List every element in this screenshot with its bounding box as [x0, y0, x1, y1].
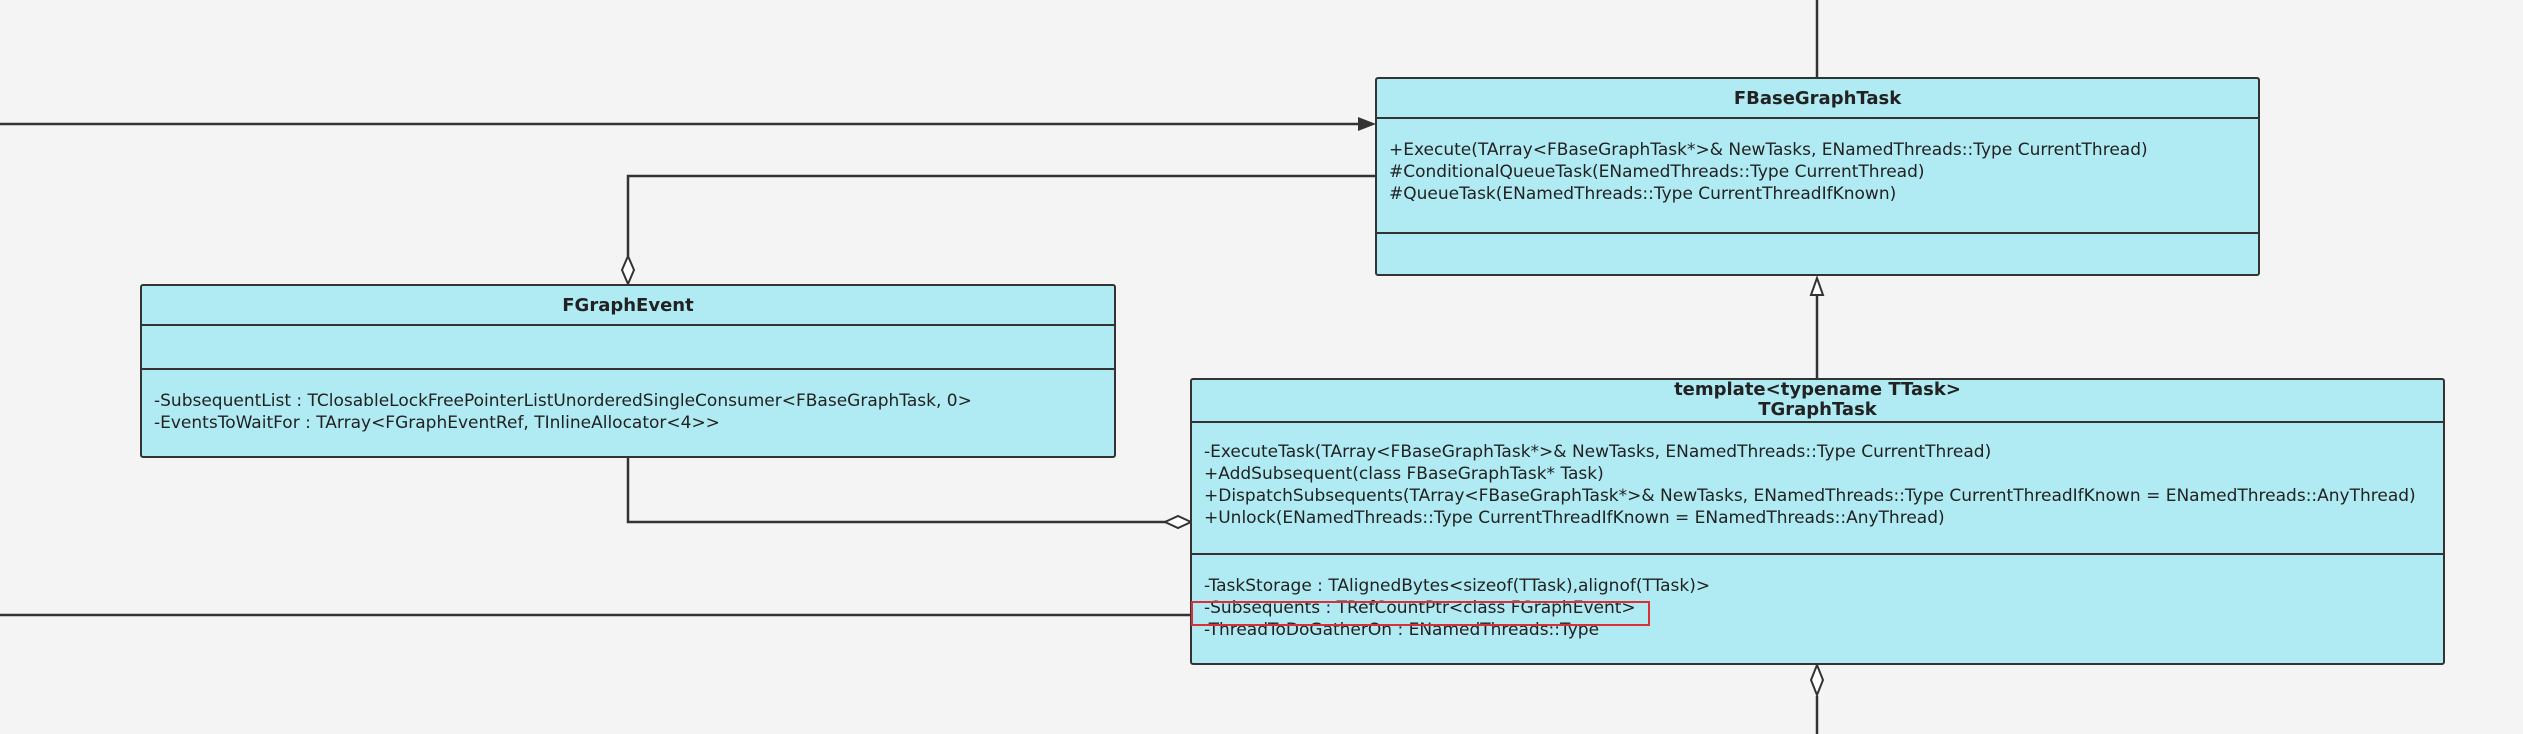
attributes-section: [1377, 234, 2258, 274]
class-name: FGraphEvent: [562, 295, 694, 316]
generalization-triangle: [1809, 274, 1825, 296]
class-title: FBaseGraphTask: [1377, 79, 2258, 119]
highlight-subsequents: [1191, 601, 1650, 626]
operations-section: -ExecuteTask(TArray<FBaseGraphTask*>& Ne…: [1192, 423, 2443, 555]
class-title: FGraphEvent: [142, 286, 1114, 326]
attribute-highlighted: -Subsequents : TRefCountPtr<class FGraph…: [1204, 598, 1636, 618]
class-name: TGraphTask: [1758, 399, 1877, 420]
operations-section: [142, 326, 1114, 370]
class-tgraphtask[interactable]: template<typename TTask> TGraphTask -Exe…: [1190, 378, 2445, 665]
operation: #QueueTask(ENamedThreads::Type CurrentTh…: [1389, 184, 1897, 204]
class-fgraphevent[interactable]: FGraphEvent -SubsequentList : TClosableL…: [140, 284, 1116, 458]
attribute: -EventsToWaitFor : TArray<FGraphEventRef…: [154, 413, 720, 433]
attribute: -SubsequentList : TClosableLockFreePoint…: [154, 391, 972, 411]
operations-section: +Execute(TArray<FBaseGraphTask*>& NewTas…: [1377, 119, 2258, 234]
operation: -ExecuteTask(TArray<FBaseGraphTask*>& Ne…: [1204, 442, 1992, 462]
class-name: FBaseGraphTask: [1733, 88, 1902, 109]
operation: +AddSubsequent(class FBaseGraphTask* Tas…: [1204, 464, 1604, 484]
operation: +Execute(TArray<FBaseGraphTask*>& NewTas…: [1389, 140, 2148, 160]
aggregation-diamond-tgraphtask: [1162, 514, 1194, 530]
attributes-section: -SubsequentList : TClosableLockFreePoint…: [142, 370, 1114, 456]
attribute: -TaskStorage : TAlignedBytes<sizeof(TTas…: [1204, 576, 1711, 596]
aggregation-diamond-tgraphtask-bottom: [1809, 662, 1825, 698]
arrowhead-filled: [1358, 117, 1376, 131]
class-fbasegraphtask[interactable]: FBaseGraphTask +Execute(TArray<FBaseGrap…: [1375, 77, 2260, 276]
connector-fbasegraphtask-fgraphevent: [626, 174, 1376, 256]
connector-fgraphevent-tgraphtask: [626, 458, 1166, 524]
aggregation-diamond-fgraphevent: [620, 253, 636, 287]
operation: +DispatchSubsequents(TArray<FBaseGraphTa…: [1204, 486, 2416, 506]
class-title: template<typename TTask> TGraphTask: [1192, 380, 2443, 423]
operation: #ConditionalQueueTask(ENamedThreads::Typ…: [1389, 162, 1925, 182]
template-line: template<typename TTask>: [1674, 379, 1961, 400]
operation: +Unlock(ENamedThreads::Type CurrentThrea…: [1204, 508, 1945, 528]
